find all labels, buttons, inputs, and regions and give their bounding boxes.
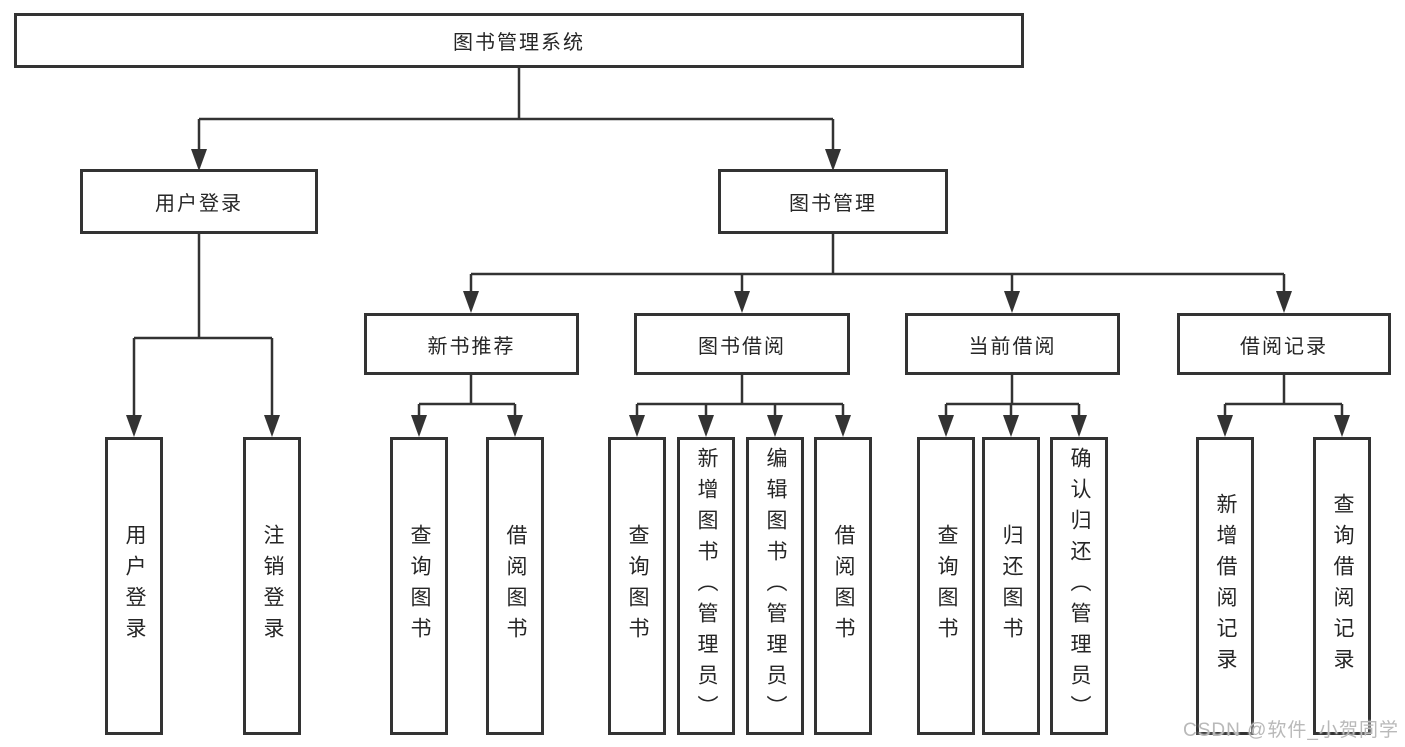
node-new-book-recommendation: 新书推荐 — [364, 313, 579, 375]
arrowhead — [1217, 415, 1233, 437]
connector-new-books-to-leaves — [417, 375, 517, 420]
connector-borrow-records-to-leaves — [1223, 375, 1344, 420]
arrowhead — [126, 415, 142, 437]
leaf-borrow-books: 借阅图书 — [486, 437, 544, 735]
arrowhead — [938, 415, 954, 437]
arrowhead — [1334, 415, 1350, 437]
connector-user-login-to-leaves — [132, 234, 274, 420]
leaf-return-books: 归还图书 — [982, 437, 1040, 735]
leaf-query-books: 查询图书 — [608, 437, 666, 735]
leaf-logout: 注销登录 — [243, 437, 301, 735]
leaf-borrow-books: 借阅图书 — [814, 437, 872, 735]
leaf-query-books: 查询图书 — [917, 437, 975, 735]
node-user-login: 用户登录 — [80, 169, 318, 234]
leaf-confirm-return-admin: 确认归还（管理员） — [1050, 437, 1108, 735]
leaf-edit-book-admin: 编辑图书（管理员） — [746, 437, 804, 735]
connector-root-to-level2 — [197, 68, 835, 154]
arrowhead — [264, 415, 280, 437]
arrowhead — [411, 415, 427, 437]
leaf-query-books: 查询图书 — [390, 437, 448, 735]
connector-current-borrow-to-leaves — [944, 375, 1081, 420]
arrowhead — [507, 415, 523, 437]
connector-book-borrow-to-leaves — [635, 375, 845, 420]
leaf-query-borrow-record: 查询借阅记录 — [1313, 437, 1371, 735]
leaf-add-book-admin: 新增图书（管理员） — [677, 437, 735, 735]
leaf-user-login: 用户登录 — [105, 437, 163, 735]
arrowhead — [698, 415, 714, 437]
arrowhead — [835, 415, 851, 437]
arrowhead — [191, 149, 207, 171]
node-current-borrowing: 当前借阅 — [905, 313, 1120, 375]
leaf-add-borrow-record: 新增借阅记录 — [1196, 437, 1254, 735]
connector-book-mgmt-to-level3 — [469, 234, 1286, 296]
node-book-borrowing: 图书借阅 — [634, 313, 850, 375]
arrowhead — [1003, 415, 1019, 437]
arrowhead — [1071, 415, 1087, 437]
node-borrowing-records: 借阅记录 — [1177, 313, 1391, 375]
arrowhead — [463, 291, 479, 313]
arrowhead — [734, 291, 750, 313]
node-root-library-management-system: 图书管理系统 — [14, 13, 1024, 68]
arrowhead — [1004, 291, 1020, 313]
arrowhead — [767, 415, 783, 437]
arrowhead — [629, 415, 645, 437]
node-book-management: 图书管理 — [718, 169, 948, 234]
arrowheads — [126, 149, 1350, 437]
arrowhead — [825, 149, 841, 171]
arrowhead — [1276, 291, 1292, 313]
